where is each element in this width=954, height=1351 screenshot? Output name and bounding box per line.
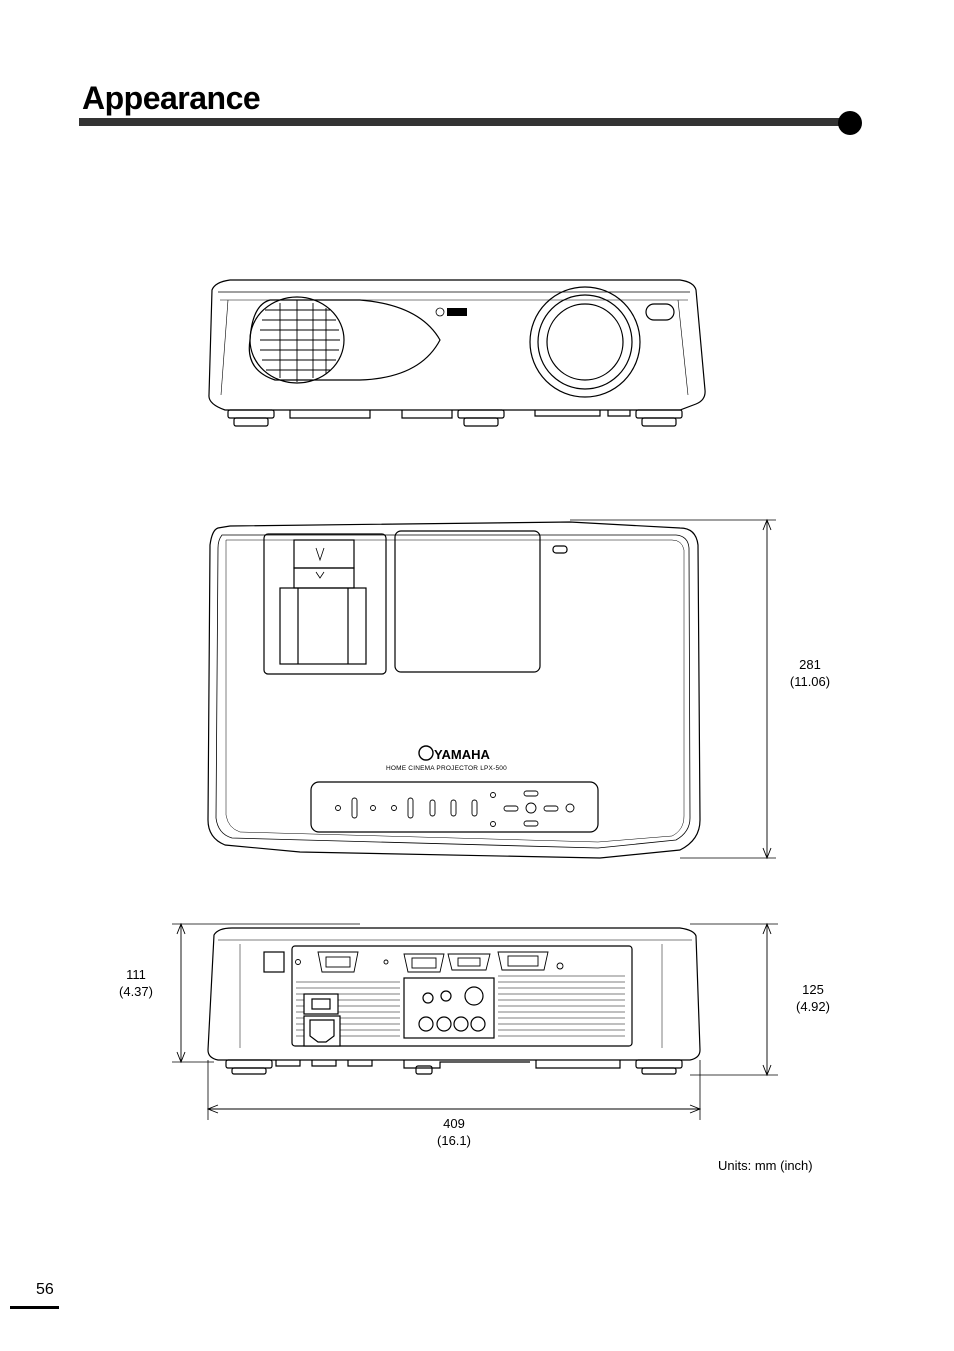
width-mm: 409 (443, 1116, 465, 1131)
width-dimension-label: 409 (16.1) (422, 1115, 486, 1149)
page-number: 56 (36, 1281, 54, 1298)
page-title: Appearance (82, 80, 261, 116)
brand-logo-text: YAMAHA (434, 747, 490, 762)
top-view: YAMAHA (207, 518, 776, 860)
product-name-label: HOME CINEMA PROJECTOR LPX-500 (386, 765, 507, 772)
body-height-mm: 111 (126, 967, 146, 982)
title-rule (79, 118, 847, 126)
total-height-mm: 125 (802, 982, 824, 997)
body-height-dimension-label: 111 (4.37) (104, 966, 168, 1000)
depth-mm: 281 (799, 657, 821, 672)
total-height-dimension-label: 125 (4.92) (781, 981, 845, 1015)
rear-view (172, 922, 778, 1120)
title-rule-dot (838, 111, 862, 135)
body-height-inch: (4.37) (119, 984, 153, 999)
units-note: Units: mm (inch) (718, 1158, 813, 1173)
total-height-inch: (4.92) (796, 999, 830, 1014)
width-inch: (16.1) (437, 1133, 471, 1148)
depth-inch: (11.06) (789, 674, 831, 689)
front-view (208, 279, 706, 427)
page-number-rule (10, 1306, 59, 1309)
depth-dimension-label: 281 (11.06) (778, 656, 842, 690)
